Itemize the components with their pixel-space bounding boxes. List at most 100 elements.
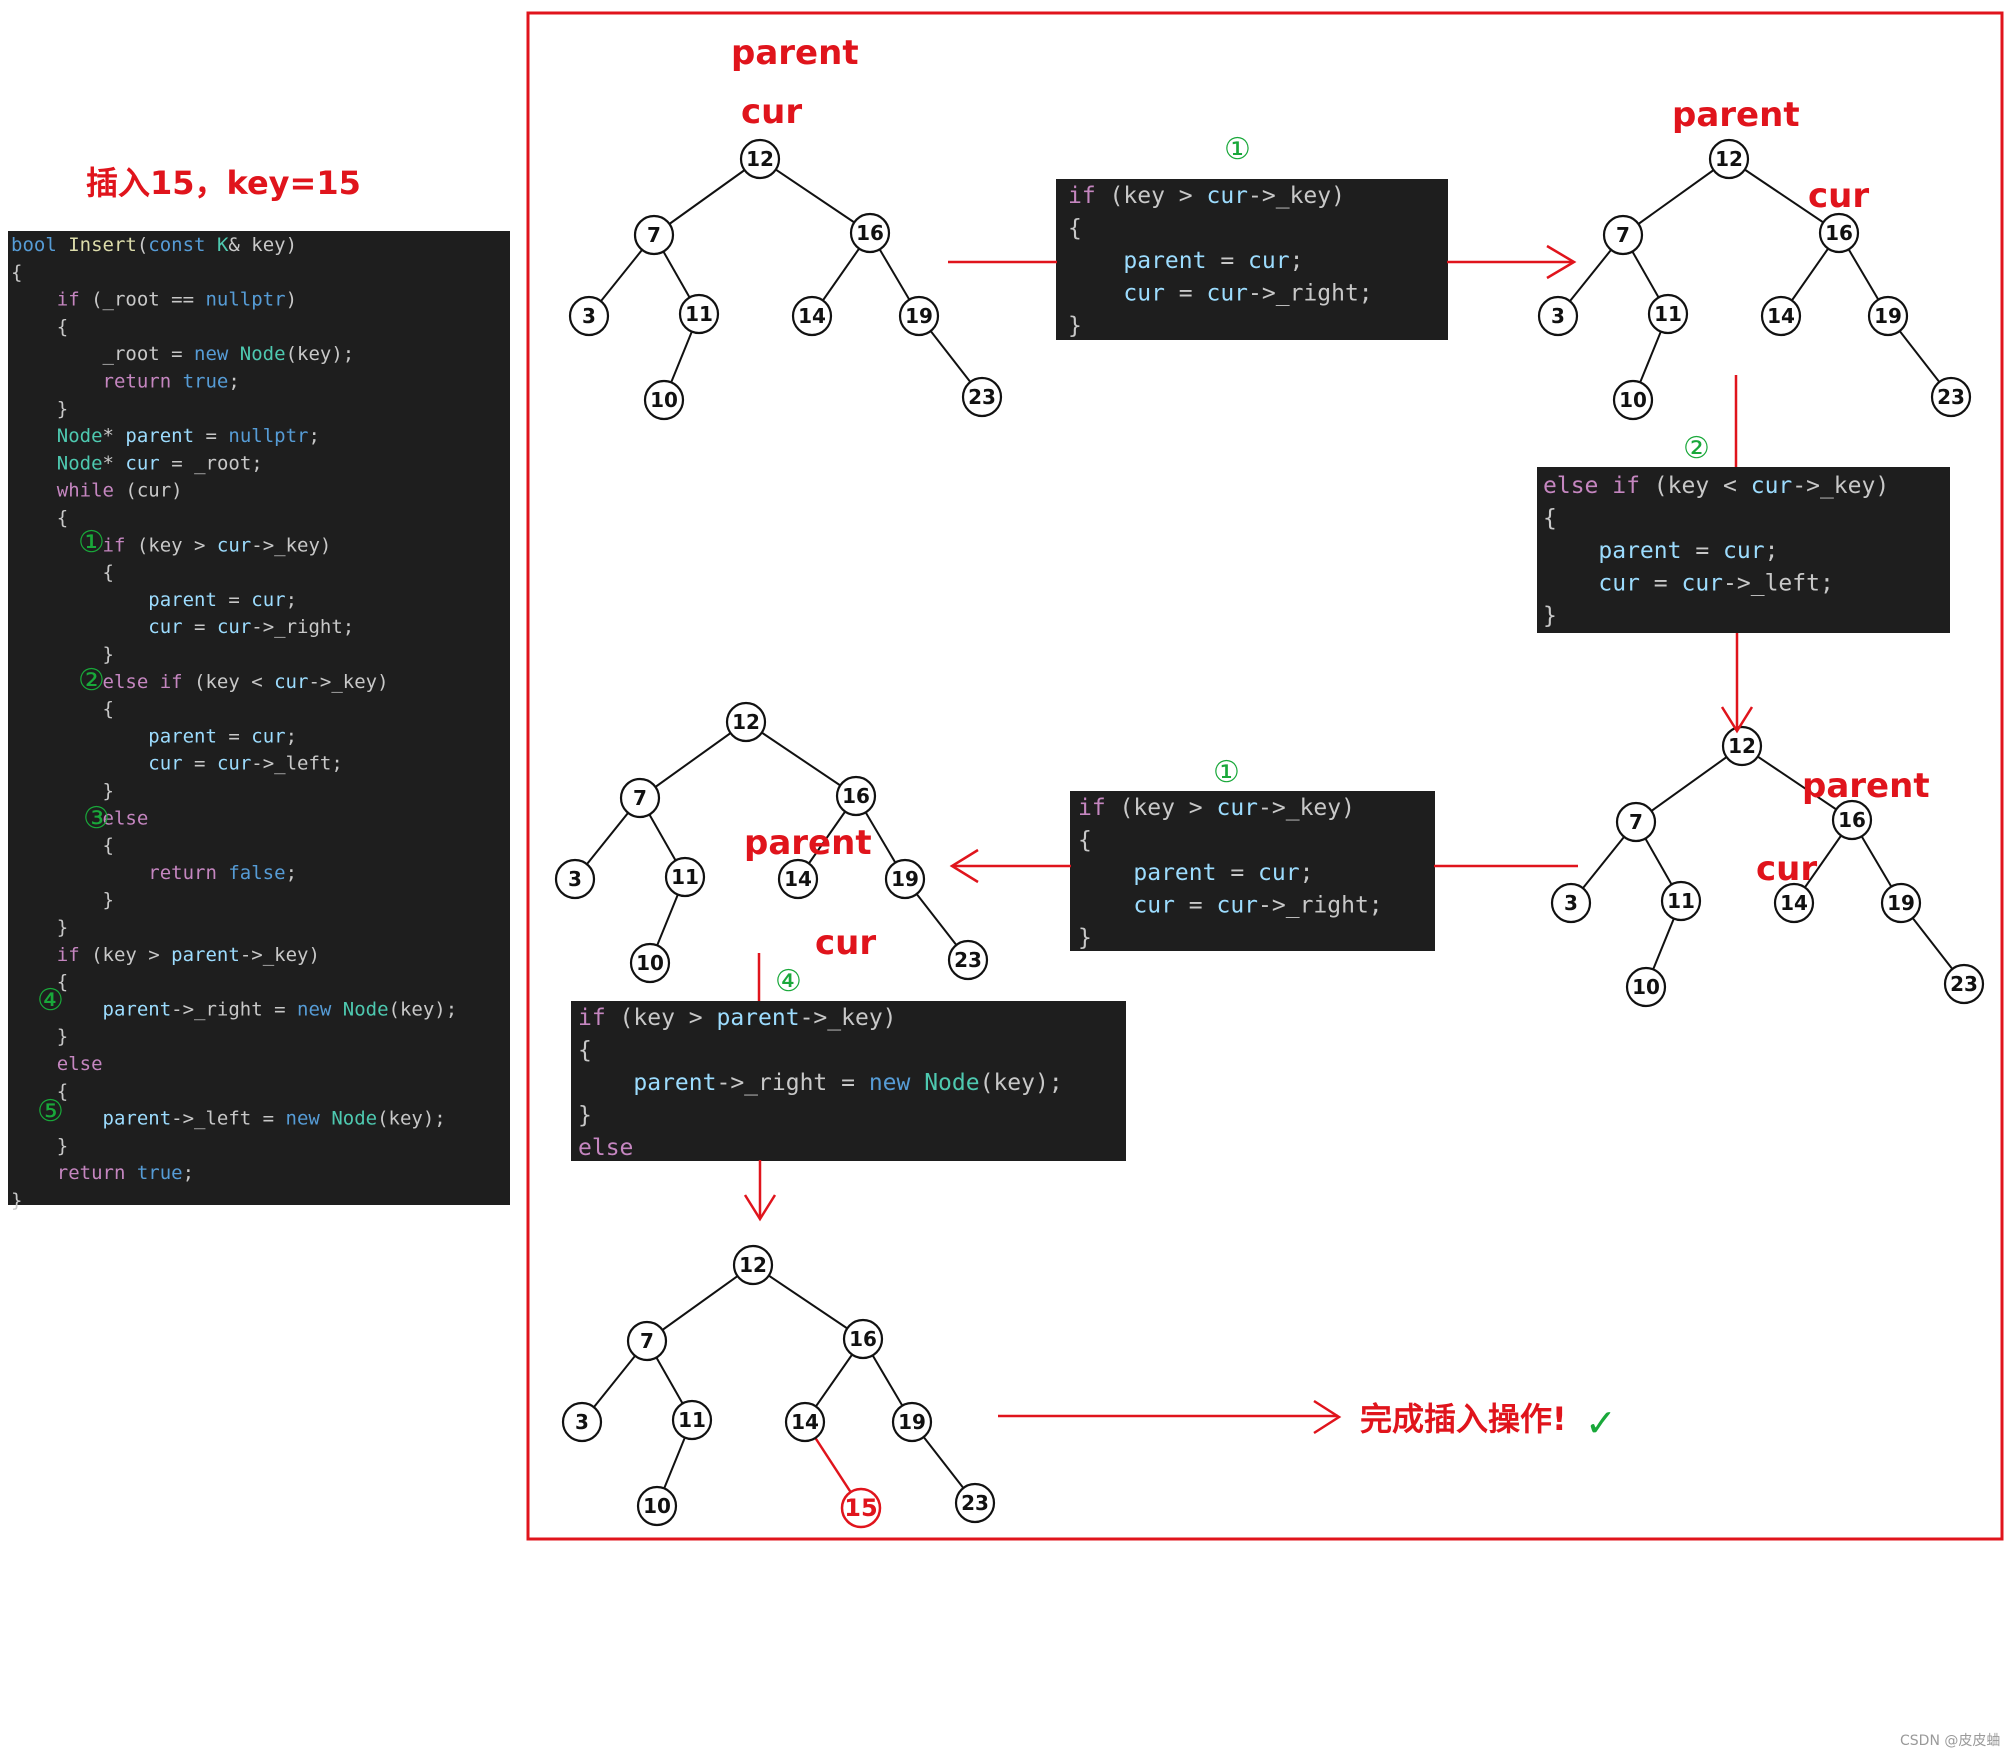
tree-node-value: 14 [791, 1410, 819, 1434]
tree-node: 16 [1831, 799, 1873, 841]
code-token [11, 589, 148, 611]
code-line: else [11, 1053, 103, 1075]
code-line: else [578, 1135, 633, 1161]
code-token: ->_right; [1258, 893, 1383, 919]
tree-node: 14 [791, 295, 833, 337]
code-line: Node* cur = _root; [11, 452, 263, 474]
tree-node-value: 7 [1616, 223, 1630, 247]
code-token: ; [183, 1162, 194, 1184]
code-token: parent [148, 725, 217, 747]
code-token: parent [103, 998, 172, 1020]
tree-node-circle [1721, 725, 1763, 767]
code-token [11, 862, 148, 884]
code-token: = [1681, 538, 1723, 564]
tree-node-circle [1760, 295, 1802, 337]
code-token: cur [1751, 473, 1793, 499]
code-token: cur [251, 725, 285, 747]
code-line: _root = new Node(key); [11, 343, 354, 365]
code-token [1078, 893, 1133, 919]
code-line: } [1078, 925, 1092, 951]
code-line: { [11, 698, 114, 720]
code-token: else if [1543, 473, 1654, 499]
code-token: ->_key) [308, 671, 388, 693]
tree-node: 10 [1612, 379, 1654, 421]
tree-node-circle [636, 1485, 678, 1527]
code-line: { [11, 1080, 68, 1102]
code-line: } [11, 1135, 68, 1157]
tree-node-circle [1943, 963, 1985, 1005]
watermark: CSDN @皮皮蛐 [1900, 1733, 2000, 1749]
tree-edge [752, 1264, 864, 1340]
tree-node: 11 [678, 293, 720, 335]
tree-node-value: 11 [678, 1408, 706, 1432]
code-token [11, 616, 148, 638]
tree-node-value: 23 [961, 1491, 989, 1515]
tree-node-value: 3 [582, 304, 596, 328]
tree-node-circle [643, 379, 685, 421]
code-token: = [194, 425, 228, 447]
code-token [11, 371, 103, 393]
tree-node: 19 [898, 295, 940, 337]
code-line: parent = cur; [1068, 248, 1303, 274]
code-token: ->_right = [171, 998, 297, 1020]
arrow-head-2 [1720, 706, 1754, 734]
tree-node-value: 7 [1629, 810, 1643, 834]
code-token: } [1068, 313, 1082, 339]
tree-node-circle [1660, 880, 1702, 922]
tree-node-circle [1550, 882, 1592, 924]
tree-node-circle [1773, 882, 1815, 924]
tree-node: 23 [1930, 376, 1972, 418]
tree-node: 7 [619, 777, 661, 819]
code-line: if (key > cur->_key) [1068, 183, 1345, 209]
tree-node: 11 [671, 1399, 713, 1441]
code-token: } [11, 889, 114, 911]
tree-node-value: 10 [650, 388, 678, 412]
tree-node-value: 14 [1780, 891, 1808, 915]
code-line: if (_root == nullptr) [11, 289, 297, 311]
code-token: = [1175, 893, 1217, 919]
code-token: K [217, 234, 229, 256]
tree-node-circle [1615, 801, 1657, 843]
tree-node-circle [954, 1482, 996, 1524]
tree-node-value: 11 [1667, 889, 1695, 913]
pointer-labels: parent cur parent cur parent cur parent … [731, 33, 1930, 963]
code-token: = [217, 589, 251, 611]
snippet-step-1-marker: ① [1224, 132, 1251, 167]
tree-node: 7 [626, 1320, 668, 1362]
tree-node: 7 [1615, 801, 1657, 843]
code-token: Node [343, 998, 389, 1020]
tree-node: 10 [1625, 966, 1667, 1008]
code-line: if (key > cur->_key) [11, 534, 331, 556]
code-token: Node [924, 1070, 979, 1096]
tree-node-circle [739, 138, 781, 180]
code-token: = [1165, 281, 1207, 307]
tree-node: 14 [1760, 295, 1802, 337]
code-line: cur = cur->_left; [1543, 571, 1834, 597]
snippet-step2-go-left: else if (key < cur->_key){ parent = cur;… [1537, 467, 1950, 633]
tree-node-value: 3 [1551, 304, 1565, 328]
tree-node: 12 [1708, 138, 1750, 180]
tree-node: 12 [732, 1244, 774, 1286]
tree-node-circle [1647, 293, 1689, 335]
tree-node-circle [633, 214, 675, 256]
tree-node-value: 3 [1564, 891, 1578, 915]
tree-node-value: 11 [1654, 302, 1682, 326]
tree-edge [639, 721, 747, 799]
tree-node-circle [898, 295, 940, 337]
tree-node-circle [732, 1244, 774, 1286]
code-token: _root = [11, 343, 194, 365]
code-token: false [228, 862, 285, 884]
code-token: ; [286, 725, 297, 747]
code-token: & key) [228, 234, 297, 256]
code-token: (key); [980, 1070, 1063, 1096]
code-line: else if (key < cur->_key) [11, 671, 389, 693]
tree-node-circle [791, 295, 833, 337]
code-token [11, 425, 57, 447]
code-token: cur [148, 753, 182, 775]
code-token: = [217, 725, 251, 747]
code-token: { [11, 507, 68, 529]
code-token: new [194, 343, 240, 365]
page-title: 插入15，key=15 [86, 164, 361, 202]
